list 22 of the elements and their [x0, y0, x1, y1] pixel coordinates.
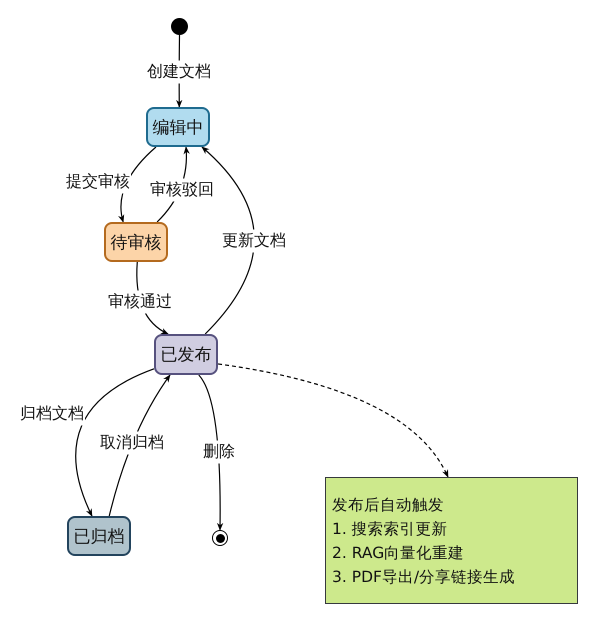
- note-item: 1. 搜索索引更新: [332, 518, 449, 540]
- note-box: [325, 477, 578, 604]
- edge-label: 审核通过: [107, 290, 173, 314]
- state-box: 已归档: [67, 516, 131, 556]
- edge-label: 取消归档: [99, 432, 165, 454]
- note-heading: 发布后自动触发: [332, 494, 445, 516]
- arrow: [75, 368, 154, 517]
- edge-label: 更新文档: [221, 230, 287, 252]
- note-item: 2. RAG向量化重建: [332, 542, 466, 564]
- edge-label: 归档文档: [19, 402, 85, 426]
- state-box: 已发布: [154, 334, 218, 375]
- start-state-dot: [171, 18, 188, 35]
- state-box: 编辑中: [146, 107, 210, 147]
- edge-label: 创建文档: [146, 60, 212, 84]
- dashed-arrow: [218, 363, 448, 478]
- state-box: 待审核: [104, 222, 168, 262]
- note-item: 3. PDF导出/分享链接生成: [332, 566, 516, 588]
- edge-label: 提交审核: [65, 170, 131, 194]
- end-state-icon: [212, 530, 228, 546]
- arrow: [201, 146, 255, 334]
- edge-label: 审核驳回: [149, 178, 215, 202]
- edge-label: 删除: [202, 440, 236, 464]
